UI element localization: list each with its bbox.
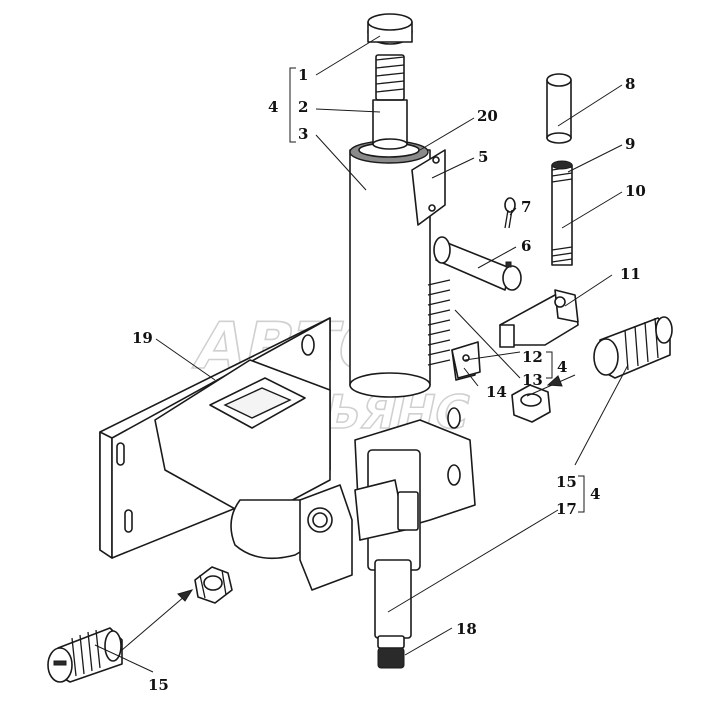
callout-2: 2 <box>298 98 308 116</box>
callout-labels: 1 2 3 4 20 5 7 6 8 9 10 11 12 4 13 14 19… <box>132 66 646 694</box>
threaded-plug-right <box>593 316 673 379</box>
threaded-plug-lower <box>47 627 123 683</box>
callout-5: 5 <box>478 148 488 166</box>
stud-10 <box>551 160 573 266</box>
callout-9: 9 <box>625 135 635 153</box>
callout-13: 13 <box>522 371 543 389</box>
cotter-pin-7 <box>504 197 516 229</box>
callout-10: 10 <box>625 182 646 200</box>
callout-4-lower: 4 <box>590 485 600 503</box>
castle-nut-lower <box>194 566 233 604</box>
callout-15-lower: 15 <box>148 676 169 694</box>
callout-20: 20 <box>477 107 498 125</box>
callout-12: 12 <box>522 348 543 366</box>
fork-link-11 <box>499 289 579 348</box>
callout-18: 18 <box>456 620 477 638</box>
callout-1: 1 <box>298 66 308 84</box>
callout-6: 6 <box>521 237 531 255</box>
callout-3: 3 <box>298 125 308 143</box>
castle-nut-14 <box>511 384 551 423</box>
pin-6 <box>433 236 522 291</box>
callout-7: 7 <box>521 198 531 216</box>
callout-4-top: 4 <box>268 98 278 116</box>
lower-housing <box>354 407 476 669</box>
callout-4-mid: 4 <box>557 358 567 376</box>
callout-19: 19 <box>132 329 153 347</box>
cap-8 <box>546 73 572 144</box>
cylinder-assembly <box>349 13 476 398</box>
callout-14: 14 <box>486 383 507 401</box>
callout-17: 17 <box>556 500 577 518</box>
leader-lines <box>94 35 629 673</box>
callout-11: 11 <box>620 265 641 283</box>
spline-end <box>377 647 405 669</box>
mounting-bracket <box>99 317 353 591</box>
callout-8: 8 <box>625 75 635 93</box>
callout-15-right: 15 <box>556 473 577 491</box>
